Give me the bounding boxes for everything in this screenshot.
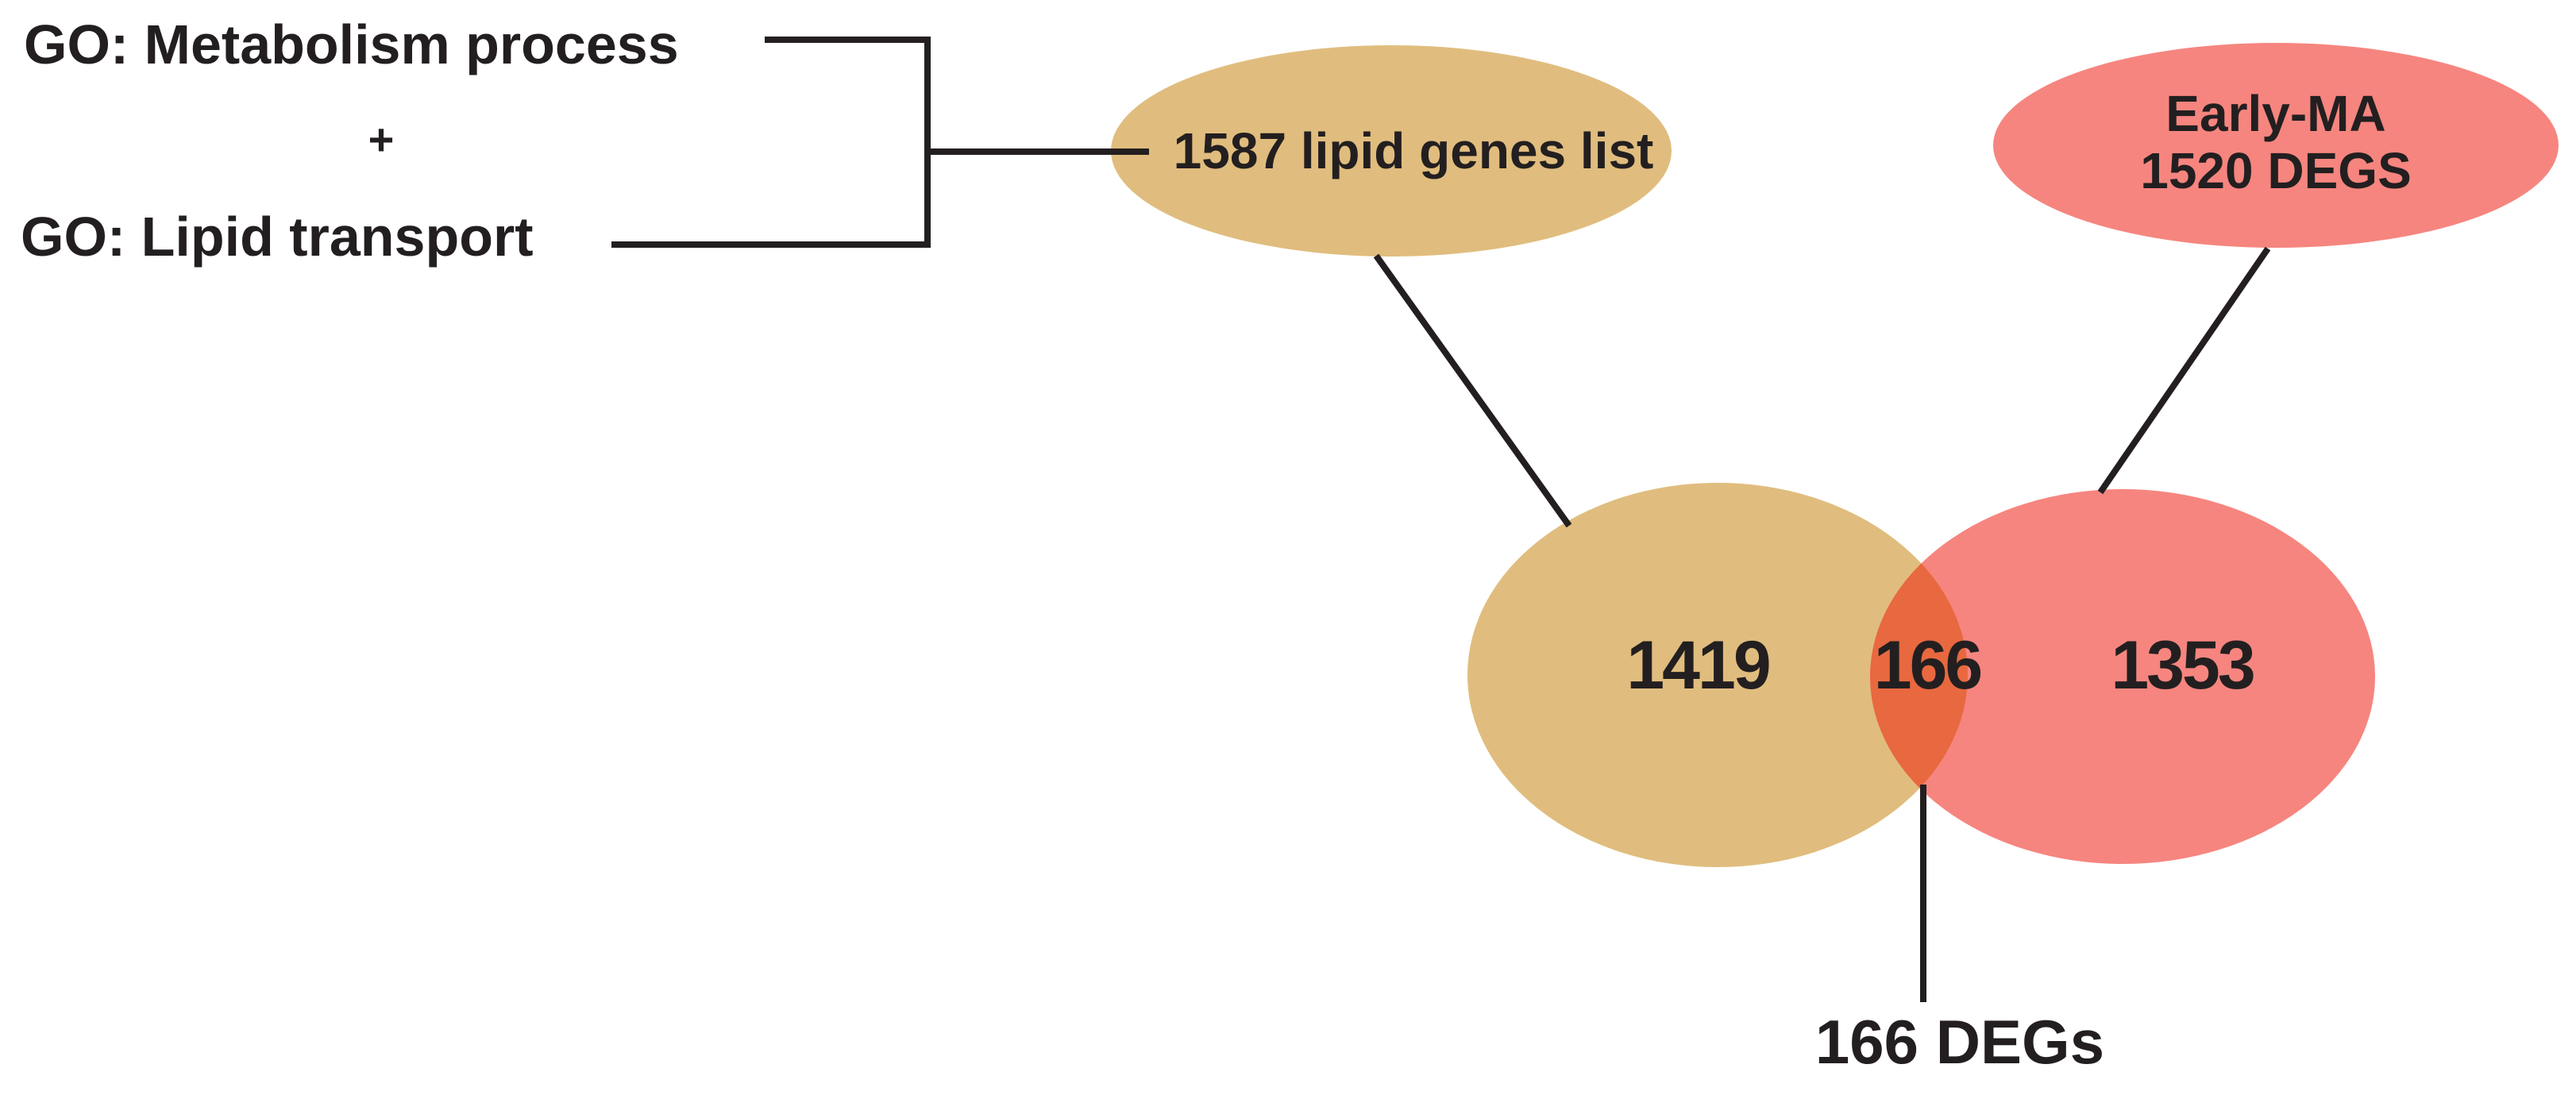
lipid-genes-list-label: 1587 lipid genes list (1173, 122, 1654, 179)
early-ma-label: Early-MA 1520 DEGS (2140, 85, 2412, 199)
venn-right-count: 1353 (2111, 627, 2255, 704)
go-bracket-line (611, 37, 931, 248)
venn-degs-ellipse (1870, 489, 2375, 864)
venn-left-count: 1419 (1626, 627, 1771, 704)
degs-to-venn-line (2097, 246, 2271, 495)
plus-sign: + (368, 114, 395, 164)
lipid-genes-ellipse (1111, 45, 1672, 256)
go-metabolism-label: GO: Metabolism process (24, 13, 679, 75)
go-lipid-transport-label: GO: Lipid transport (21, 206, 534, 268)
venn-lipid-ellipse (1467, 483, 1968, 867)
lipid-to-venn-line (1373, 253, 1572, 528)
early-ma-label-line2: 1520 DEGS (2140, 142, 2412, 199)
early-ma-ellipse (1993, 43, 2559, 248)
degs-callout-label: 166 DEGs (1814, 1007, 2105, 1077)
venn-intersection-count: 166 (1873, 627, 1983, 704)
early-ma-label-line1: Early-MA (2165, 85, 2386, 142)
